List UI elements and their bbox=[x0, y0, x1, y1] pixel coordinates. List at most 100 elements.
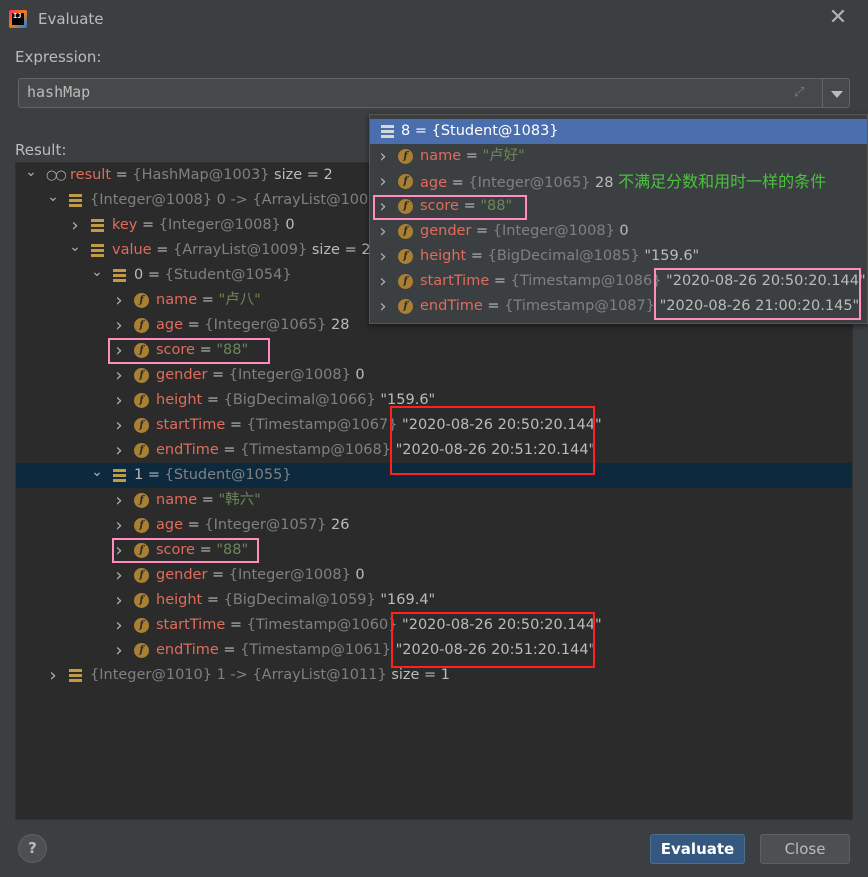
tree-row[interactable]: ⌄value = {ArrayList@1009} size = 2 bbox=[16, 238, 852, 263]
chevron-right-icon[interactable]: › bbox=[115, 315, 123, 336]
tree-row[interactable]: › f height = {BigDecimal@1059} "169.4" bbox=[16, 588, 852, 613]
tree-row[interactable]: ›{Integer@1010} 1 -> {ArrayList@1011} si… bbox=[16, 663, 852, 688]
chevron-down-icon[interactable] bbox=[822, 78, 850, 108]
equals-sign: = bbox=[194, 542, 217, 558]
expression-input[interactable]: hashMap ⤢ bbox=[18, 78, 823, 108]
chevron-right-icon[interactable]: › bbox=[115, 440, 123, 461]
value-text: "2020-08-26 21:00:20.145" bbox=[659, 298, 860, 314]
chevron-right-icon[interactable]: › bbox=[115, 290, 123, 311]
chevron-right-icon[interactable]: › bbox=[115, 640, 123, 661]
equals-sign: = bbox=[197, 292, 219, 308]
chevron-down-icon[interactable]: ⌄ bbox=[69, 239, 81, 255]
chevron-right-icon[interactable]: › bbox=[379, 221, 387, 242]
field-name: endTime bbox=[156, 642, 219, 658]
equals-sign: = bbox=[111, 167, 133, 183]
chevron-right-icon[interactable]: › bbox=[379, 196, 387, 217]
chevron-right-icon[interactable]: › bbox=[115, 390, 123, 411]
close-icon[interactable]: ✕ bbox=[828, 5, 848, 30]
chevron-right-icon[interactable]: › bbox=[71, 215, 79, 236]
chevron-right-icon[interactable]: › bbox=[379, 171, 387, 192]
field-name: name bbox=[156, 292, 198, 308]
equals-sign: = bbox=[482, 298, 505, 314]
field-name: age bbox=[156, 317, 184, 333]
row-text: key = {Integer@1008} 0 bbox=[112, 213, 295, 238]
type-ref: {Integer@1008} bbox=[228, 367, 351, 383]
tree-row[interactable]: ⌄1 = {Student@1055} bbox=[16, 463, 852, 488]
field-icon: f bbox=[398, 274, 413, 289]
chevron-right-icon[interactable]: › bbox=[115, 490, 123, 511]
type-ref: {Integer@1008} bbox=[158, 217, 281, 233]
chevron-down-icon[interactable]: ⌄ bbox=[91, 264, 103, 280]
chevron-down-icon[interactable]: ⌄ bbox=[47, 189, 59, 205]
list-icon bbox=[69, 194, 82, 207]
field-icon: f bbox=[398, 149, 413, 164]
help-button[interactable]: ? bbox=[18, 834, 47, 863]
equals-sign: = bbox=[461, 148, 483, 164]
field-name: score bbox=[156, 342, 195, 358]
chevron-down-icon[interactable]: ⌄ bbox=[91, 464, 103, 480]
tree-row[interactable]: ⌄0 = {Student@1054} bbox=[16, 263, 852, 288]
expression-value[interactable]: hashMap bbox=[27, 83, 91, 101]
field-name: startTime bbox=[156, 617, 226, 633]
row-text: score = "88" bbox=[156, 338, 248, 363]
row-text: score = "88" bbox=[156, 538, 248, 563]
tree-row[interactable]: ⌄○○result = {HashMap@1003} size = 2 bbox=[16, 163, 852, 188]
chevron-right-icon[interactable]: › bbox=[115, 615, 123, 636]
expand-icon[interactable]: ⤢ bbox=[794, 85, 805, 100]
chevron-right-icon[interactable]: › bbox=[115, 340, 123, 361]
field-name: height bbox=[156, 392, 203, 408]
chevron-right-icon[interactable]: › bbox=[379, 296, 387, 317]
chevron-right-icon[interactable]: › bbox=[115, 415, 123, 436]
chevron-right-icon[interactable]: › bbox=[115, 540, 123, 561]
evaluate-button[interactable]: Evaluate bbox=[650, 834, 745, 864]
popup-header-text: 8 = {Student@1083} bbox=[401, 123, 559, 139]
tree-row[interactable]: › key = {Integer@1008} 0 bbox=[16, 213, 852, 238]
equals-sign: = bbox=[218, 442, 241, 458]
row-text: height = {BigDecimal@1059} "169.4" bbox=[156, 588, 435, 613]
list-icon bbox=[91, 219, 104, 232]
chevron-right-icon[interactable]: › bbox=[379, 146, 387, 167]
chevron-right-icon[interactable]: › bbox=[49, 665, 57, 686]
chevron-right-icon[interactable]: › bbox=[115, 590, 123, 611]
chevron-down-icon[interactable]: ⌄ bbox=[25, 164, 37, 180]
equals-sign: = bbox=[207, 367, 229, 383]
equals-sign: = bbox=[137, 217, 159, 233]
close-button[interactable]: Close bbox=[760, 834, 850, 864]
value-text: "2020-08-26 20:51:20.144" bbox=[395, 442, 596, 458]
row-text: age = {Integer@1057} 26 bbox=[156, 513, 349, 538]
chevron-right-icon[interactable]: › bbox=[115, 515, 123, 536]
row-text: score = "88" bbox=[420, 194, 512, 219]
chevron-right-icon[interactable]: › bbox=[379, 271, 387, 292]
field-icon: f bbox=[134, 593, 149, 608]
chevron-right-icon[interactable]: › bbox=[115, 565, 123, 586]
string-value: "卢好" bbox=[482, 148, 525, 164]
type-ref: {Timestamp@1068} bbox=[240, 442, 391, 458]
value-text: "2020-08-26 20:51:20.144" bbox=[395, 642, 596, 658]
field-name: score bbox=[156, 542, 195, 558]
field-name: name bbox=[156, 492, 198, 508]
chevron-right-icon[interactable]: › bbox=[115, 365, 123, 386]
chevron-right-icon[interactable]: › bbox=[379, 246, 387, 267]
popup-header-row[interactable]: 8 = {Student@1083} bbox=[370, 119, 867, 144]
